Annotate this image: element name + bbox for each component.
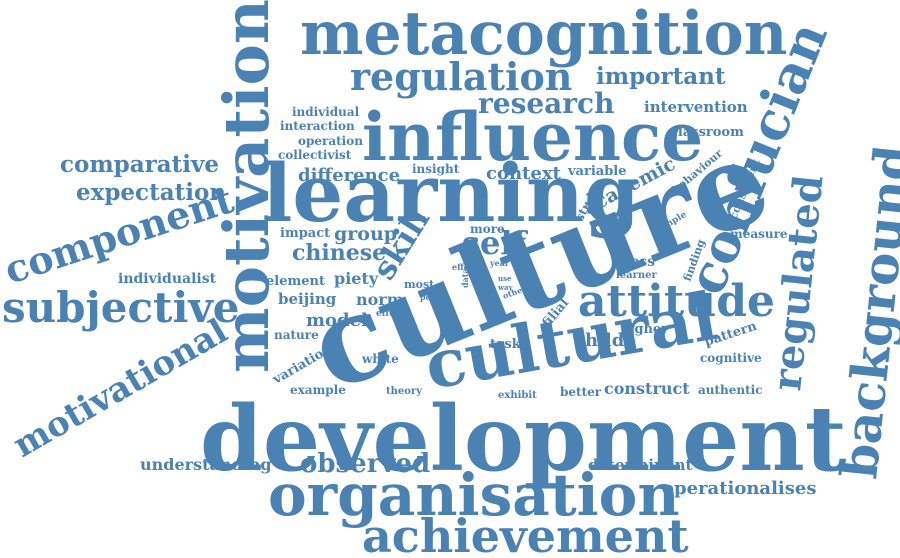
word-development: development [200, 386, 847, 492]
word-operation: operation [298, 134, 363, 148]
word-child: child [574, 330, 625, 351]
word-group: group [334, 223, 397, 245]
word-attitude: attitude [578, 276, 775, 327]
word-determinant: determinant [588, 456, 693, 474]
word-nature: nature [274, 328, 319, 342]
word-year: year [489, 258, 510, 268]
word-element: element [266, 274, 325, 289]
word-organisation: organisation [268, 461, 680, 529]
word-understanding: understanding [140, 455, 272, 474]
word-regulation: regulation [350, 54, 572, 99]
word-metacognition: metacognition [300, 0, 787, 69]
word-observed: observed [300, 449, 430, 479]
word-background: background [829, 142, 900, 481]
word-impact: impact [280, 226, 330, 241]
word-research: research [478, 87, 614, 120]
word-construct: construct [604, 379, 690, 398]
word-effort: effort [452, 262, 477, 272]
word-example: example [290, 383, 346, 397]
word-learner: learner [616, 270, 658, 281]
word-more: more [470, 222, 505, 236]
word-way: way [497, 283, 514, 292]
word-comparative: comparative [60, 151, 219, 178]
word-beijing: beijing [278, 290, 337, 308]
word-authentic: authentic [698, 383, 763, 397]
word-influence: influence [362, 98, 703, 176]
word-task: task [490, 337, 522, 352]
word-expectation: expectation [76, 179, 226, 206]
word-model: model [306, 310, 368, 331]
word-cross: cross [614, 254, 655, 270]
word-use: use [498, 274, 512, 283]
word-most: most [404, 278, 435, 291]
word-important: important [596, 63, 726, 90]
word-individual: individual [292, 105, 360, 119]
word-white: white [361, 352, 399, 366]
word-measure: measure [730, 227, 788, 241]
word-achievement: achievement [362, 509, 689, 558]
word-individualist: individualist [118, 271, 217, 287]
word-collectivist: collectivist [278, 148, 352, 162]
word-higher: higher [620, 322, 668, 337]
word-variable: variable [567, 164, 627, 179]
word-exhibit: exhibit [498, 390, 537, 401]
word-motivation: motivation [210, 0, 283, 373]
word-piety: piety [334, 269, 379, 288]
word-difference: difference [298, 165, 400, 186]
word-operationalises: operationalises [662, 478, 817, 499]
word-insight: insight [412, 162, 460, 176]
word-intervention: intervention [644, 98, 748, 116]
word-theory: theory [386, 386, 423, 397]
word-classroom: classroom [670, 125, 744, 140]
word-effect: effect [376, 309, 405, 319]
word-learning: learning [262, 146, 640, 240]
word-interaction: interaction [280, 119, 355, 133]
word-subjective: subjective [2, 283, 240, 332]
word-context: context [486, 163, 562, 184]
word-point: point [420, 292, 444, 302]
word-self: self [462, 224, 529, 262]
word-chinese: chinese [292, 240, 386, 266]
word-cognitive: cognitive [700, 351, 762, 365]
word-norm: norm [356, 290, 404, 309]
word-better: better [560, 385, 602, 399]
word-data: data [460, 268, 470, 288]
